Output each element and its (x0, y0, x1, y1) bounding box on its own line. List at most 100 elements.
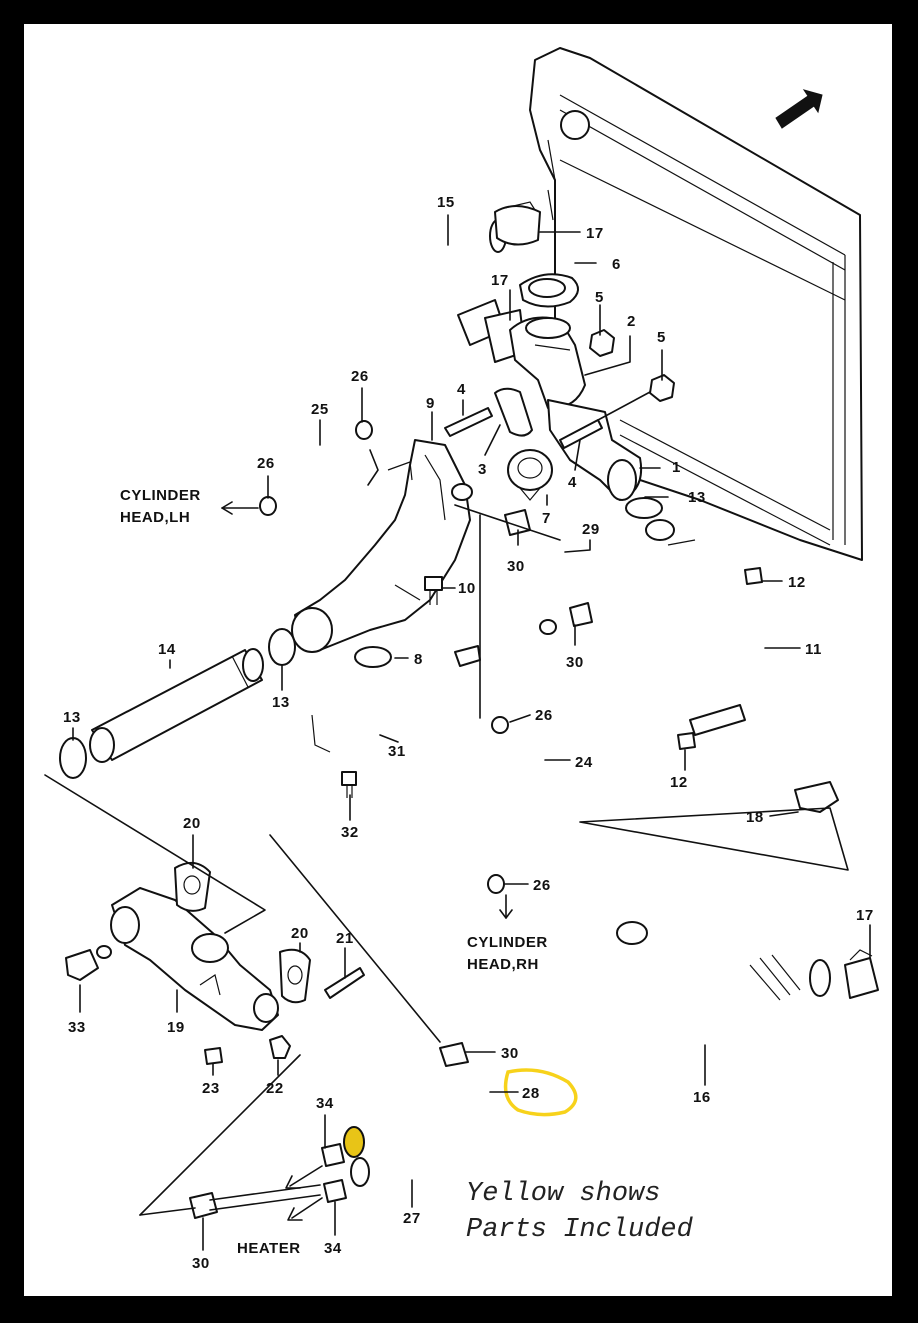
nut-22 (269, 1035, 291, 1059)
gasket-6 (519, 273, 579, 308)
callout-2: 2 (627, 313, 636, 330)
water-pipe-14 (89, 648, 264, 763)
dest-heater: HEATER (237, 1240, 301, 1257)
hose-clamp-17-top (494, 201, 541, 246)
callout-7: 7 (542, 510, 551, 527)
clamp-26-mid (491, 716, 509, 734)
gasket-20-upper (174, 861, 211, 912)
callout-11: 11 (805, 641, 822, 658)
stud-21 (324, 967, 365, 999)
callout-8: 8 (414, 651, 423, 668)
gasket-3 (494, 387, 533, 437)
clamp-26-upper (355, 420, 373, 440)
callout-4b: 4 (568, 474, 577, 491)
callout-23: 23 (202, 1080, 220, 1097)
dest-cylinder-head-rh-line1: CYLINDER (467, 934, 548, 951)
callout-26d: 26 (533, 877, 551, 894)
clamp-26-lower (487, 874, 505, 894)
callout-30a: 30 (507, 558, 525, 575)
nut-5-right (649, 374, 675, 402)
callout-12b: 12 (670, 774, 688, 791)
callout-20b: 20 (291, 925, 309, 942)
callout-26b: 26 (257, 455, 275, 472)
water-pipe-31 (249, 619, 558, 828)
callout-labels: 1 2 3 4 4 5 5 6 7 8 9 10 11 12 12 13 13 … (63, 194, 874, 1272)
clamp-18 (794, 781, 839, 813)
clamp-30-b (569, 602, 593, 627)
clamp-34-upper (321, 1143, 345, 1167)
leader-lines (44, 214, 871, 1251)
callout-24: 24 (575, 754, 593, 771)
clamp-26-left (259, 496, 277, 516)
hose-29 (519, 529, 637, 619)
o-ring-13-mid (268, 628, 296, 666)
bolt-12-upper (744, 567, 763, 585)
thermostat-7 (507, 449, 553, 501)
callout-28: 28 (522, 1085, 540, 1102)
callout-17b: 17 (491, 272, 509, 289)
callout-13b: 13 (272, 694, 290, 711)
thermostat-case-1 (547, 399, 642, 501)
callout-13c: 13 (688, 489, 706, 506)
stud-4-left (444, 407, 493, 437)
bolt-10 (424, 576, 443, 605)
stud-4-right (559, 419, 603, 449)
callout-20a: 20 (183, 815, 201, 832)
highlight-circle-28 (503, 1068, 578, 1117)
callout-10: 10 (458, 580, 476, 597)
water-outlet-2 (509, 316, 586, 410)
callout-14: 14 (158, 641, 176, 658)
dest-cylinder-head-lh-line2: HEAD,LH (120, 509, 190, 526)
callout-30c: 30 (501, 1045, 519, 1062)
callout-25: 25 (311, 401, 329, 418)
clamp-34-lower (323, 1179, 347, 1203)
callout-21: 21 (336, 930, 354, 947)
callout-6: 6 (612, 256, 621, 273)
heater-hose-27 (348, 1136, 460, 1187)
sensor-33 (65, 945, 112, 981)
callout-17c: 17 (856, 907, 874, 924)
callout-30d: 30 (192, 1255, 210, 1272)
front-arrow-icon (775, 89, 823, 129)
dest-cylinder-head-rh-line2: HEAD,RH (467, 956, 539, 973)
callout-26c: 26 (535, 707, 553, 724)
hose-25 (284, 432, 361, 516)
callout-18: 18 (746, 809, 764, 826)
callout-34a: 34 (316, 1095, 334, 1112)
callout-17a: 17 (586, 225, 604, 242)
radiator-hose-16 (615, 920, 831, 1037)
water-inlet-19 (110, 887, 279, 1031)
callout-13a: 13 (63, 709, 81, 726)
hose-24 (482, 734, 540, 868)
radiator (529, 47, 863, 561)
callout-5b: 5 (657, 329, 666, 346)
callout-4a: 4 (457, 381, 466, 398)
clamp-30-heater (189, 1192, 218, 1219)
bolt-12-lower (677, 732, 696, 750)
destination-labels: CYLINDER HEAD,LH CYLINDER HEAD,RH HEATER (120, 487, 548, 1257)
callout-22: 22 (266, 1080, 284, 1097)
callout-33: 33 (68, 1019, 86, 1036)
nut-5-upper (589, 329, 615, 357)
callout-34b: 34 (324, 1240, 342, 1257)
callout-31: 31 (388, 743, 406, 760)
callout-9: 9 (426, 395, 435, 412)
o-ring-13-thermostat (625, 497, 663, 519)
callout-3: 3 (478, 461, 487, 478)
o-ring-8 (354, 646, 392, 668)
callout-15: 15 (437, 194, 455, 211)
callout-5a: 5 (595, 289, 604, 306)
dest-cylinder-head-lh-line1: CYLINDER (120, 487, 201, 504)
included-parts-note: Yellow shows Parts Included (466, 1179, 694, 1245)
callout-32: 32 (341, 824, 359, 841)
callout-29: 29 (582, 521, 600, 538)
heater-hose-28 (341, 1061, 485, 1158)
callout-26a: 26 (351, 368, 369, 385)
lower-hose-11 (645, 517, 828, 813)
bolt-23 (204, 1047, 223, 1065)
o-ring-13-left (59, 737, 87, 779)
note-line-1: Yellow shows (466, 1179, 660, 1209)
bolt-32 (341, 771, 357, 798)
clamp-30-hose28 (439, 1042, 469, 1067)
